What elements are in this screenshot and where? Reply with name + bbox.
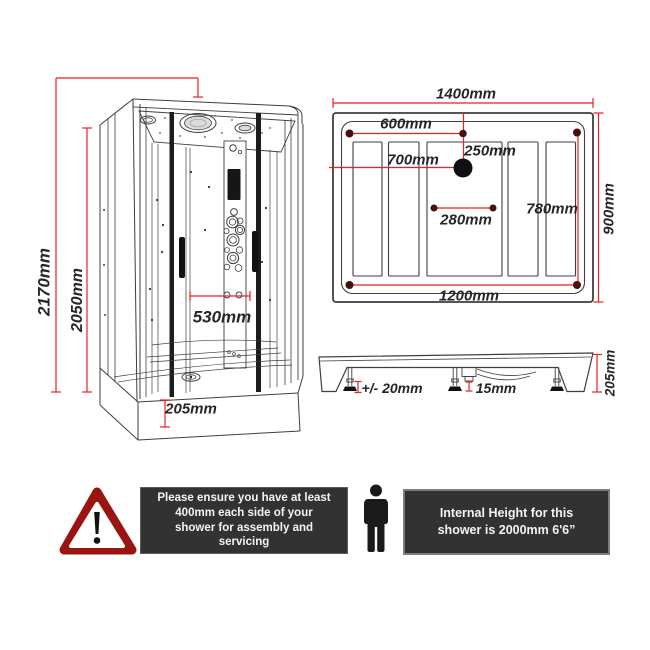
side-dimension-lines [354, 353, 602, 394]
notice-line: shower is 2000mm 6'6” [437, 523, 576, 537]
dim-label-drain-from-top: 250mm [464, 142, 516, 160]
waste-trap [461, 367, 477, 377]
person-icon [364, 484, 388, 552]
dim-label-internal-height: 2050mm [69, 267, 86, 333]
internal-height-notice-box: Internal Height for this shower is 2000m… [403, 489, 610, 555]
notice-line: Please ensure you have at least [157, 492, 331, 505]
warning-triangle-icon [59, 487, 137, 555]
shower-cabin-drawing [51, 77, 304, 441]
dim-label-side-tray-height: 205mm [602, 349, 618, 397]
dim-label-foot-adjustment: +/- 20mm [361, 380, 423, 396]
dim-label-cabin-tray-height: 205mm [165, 400, 217, 418]
tray-side-view [318, 352, 602, 394]
dim-label-overall-width: 1400mm [435, 85, 497, 103]
notice-line: 400mm each side of your [175, 506, 313, 519]
adjustable-feet [343, 386, 564, 391]
fixing-point-markers [345, 128, 581, 289]
dim-label-jet-fixing-span: 280mm [440, 211, 492, 229]
drain-hole [453, 158, 473, 178]
notice-line: Internal Height for this [439, 506, 574, 521]
tray-top-view [329, 98, 604, 303]
dim-label-base-fixing-span: 1200mm [438, 287, 500, 305]
notice-line: shower for assembly and [174, 521, 314, 534]
dim-label-overall-height: 2170mm [34, 247, 54, 317]
clearance-notice-box: Please ensure you have at least 400mm ea… [140, 487, 348, 554]
door-handle-right [252, 231, 258, 272]
dim-label-door-opening: 530mm [192, 307, 252, 327]
door-handle-left [179, 237, 185, 278]
dim-label-overall-depth: 900mm [600, 183, 618, 235]
dim-label-inner-depth: 780mm [526, 200, 578, 218]
dim-label-waste-height: 15mm [475, 380, 517, 396]
tray-dimension-lines [329, 98, 604, 303]
dim-label-top-fixing-span: 600mm [380, 115, 432, 133]
dim-label-drain-from-left: 700mm [387, 151, 439, 169]
cabin-dimension-lines [51, 77, 251, 428]
notice-line: servicing [218, 536, 270, 549]
